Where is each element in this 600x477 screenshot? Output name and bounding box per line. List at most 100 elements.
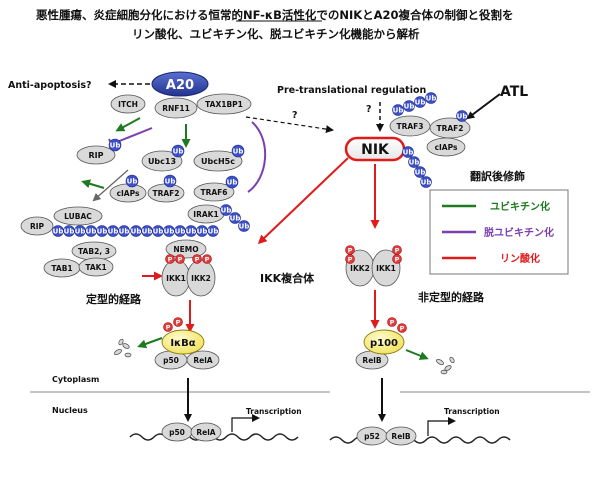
transcription-right-label: Transcription [444,407,500,416]
ub-irak1-3 [238,220,250,232]
legend-label-deubiquitination: 脱ユビキチン化 [484,226,554,239]
ub-irak1-1 [220,204,232,216]
degradation-fragments-right [435,356,455,375]
svg-text:Ub: Ub [421,179,432,187]
lubac-node [53,206,103,226]
transcription-left-label: Transcription [246,407,302,416]
lubac-label: LUBAC [64,212,92,221]
tax1bp1-label: TAX1BP1 [205,100,243,109]
ikk2-left-label: IKK2 [191,274,211,283]
ciaps-right-node [426,137,466,157]
rip-to-lubac-arrow [92,169,129,202]
ikba-degradation-arrow [137,337,163,349]
svg-text:Ub: Ub [53,228,64,236]
ub-traf2-right [456,110,468,122]
ikk-left-phospho: P P P P [165,254,212,264]
irak1-label: IRAK1 [193,210,218,219]
svg-text:Ub: Ub [393,107,404,115]
svg-text:Ub: Ub [409,159,420,167]
svg-text:P: P [395,256,400,264]
traf6-node [193,182,235,202]
relb-dna-node [385,426,417,446]
rip-mid-label: RIP [30,222,45,231]
rela-top-node [186,350,220,370]
ikk1-left-label: IKK1 [166,274,186,283]
ikk-complex-label: IKK複合体 [260,271,315,285]
rela-top-label: RelA [193,356,212,365]
ubiquitination-arrow-ciaps [81,179,105,189]
rip-top-node [76,145,116,165]
ikba-phospho: P P [163,317,183,332]
svg-text:P: P [166,324,171,332]
p100-label: p100 [370,338,398,349]
rela-dna-label: RelA [196,428,215,437]
title-line-1: 悪性腫瘍、炎症細胞分化における恒常的NF-κB活性化でのNIKとA20複合体の制… [36,8,514,22]
cytoplasm-label: Cytoplasm [52,375,99,384]
ubch5c-node [193,150,243,172]
svg-text:Ub: Ub [173,148,184,156]
svg-text:P: P [348,256,353,264]
traf6-label: TRAF6 [200,188,227,197]
ub-traf2-left [163,174,177,188]
svg-text:Ub: Ub [197,228,208,236]
nucleus-label: Nucleus [52,406,88,415]
ub-traf3-chain: Ub Ub Ub Ub [392,92,437,116]
svg-text:Ub: Ub [227,179,238,187]
tak1-node [78,257,114,277]
anti-apoptosis-label: Anti-apoptosis? [8,80,92,91]
deubiquitination-curve [247,121,266,193]
transcription-arrow-left [231,414,260,432]
svg-text:Ub: Ub [86,228,97,236]
tak1-label: TAK1 [85,263,106,272]
transcription-arrow-right [427,417,456,436]
pre-translational-label: Pre-translational regulation [277,85,427,96]
nemo-node [165,239,207,259]
traf2-right-label: TRAF2 [436,124,463,133]
svg-text:P: P [390,319,395,327]
rip-top-label: RIP [89,151,104,160]
nemo-label: NEMO [173,245,198,254]
ub-ubc13 [171,144,185,158]
svg-text:Ub: Ub [208,228,219,236]
svg-text:P: P [395,247,400,255]
svg-text:Ub: Ub [415,99,426,107]
svg-text:Ub: Ub [131,228,142,236]
nik-to-ikk-left-arrow [257,157,349,245]
legend-label-phosphorylation: リン酸化 [500,252,540,265]
svg-text:Ub: Ub [142,228,153,236]
ub-rip-top [108,138,122,152]
svg-text:P: P [176,319,181,327]
rela-dna-node [190,422,222,442]
legend-title: 翻訳後修飾 [470,169,525,183]
traf2-left-label: TRAF2 [152,189,179,198]
atl-arrow [466,93,501,120]
traf3-label: TRAF3 [396,122,423,131]
ubch5c-label: UbcH5c [201,157,235,166]
itch-node [110,94,146,114]
p100-processing-arrow [405,349,429,360]
svg-text:P: P [168,256,173,264]
ubiquitination-arrow-to-rip [115,117,141,132]
svg-text:P: P [205,256,210,264]
ub-traf6 [225,175,239,189]
ikk1-right-label: IKK1 [376,264,396,273]
ubc13-label: Ubc13 [148,157,176,166]
p50-top-label: p50 [163,356,179,365]
svg-text:Ub: Ub [165,178,176,186]
ikk-right-phospho: P P P P [345,245,402,264]
p100-node [363,329,405,355]
svg-text:Ub: Ub [426,95,437,103]
noncanonical-pathway-label: 非定型的経路 [418,290,485,304]
ikk2-right-label: IKK2 [350,264,370,273]
p52-dna-label: p52 [364,432,380,441]
svg-text:Ub: Ub [108,228,119,236]
nik-label: NIK [361,142,390,158]
itch-label: ITCH [118,100,138,109]
p100-phospho: P P [387,317,407,333]
ub-nik-chain: Ub Ub Ub Ub [402,146,432,188]
tax1bp1-node [196,93,252,115]
svg-text:Ub: Ub [221,207,232,215]
ub-ubch5c [231,144,245,158]
ubc13-node [141,150,183,172]
svg-text:Ub: Ub [404,103,415,111]
